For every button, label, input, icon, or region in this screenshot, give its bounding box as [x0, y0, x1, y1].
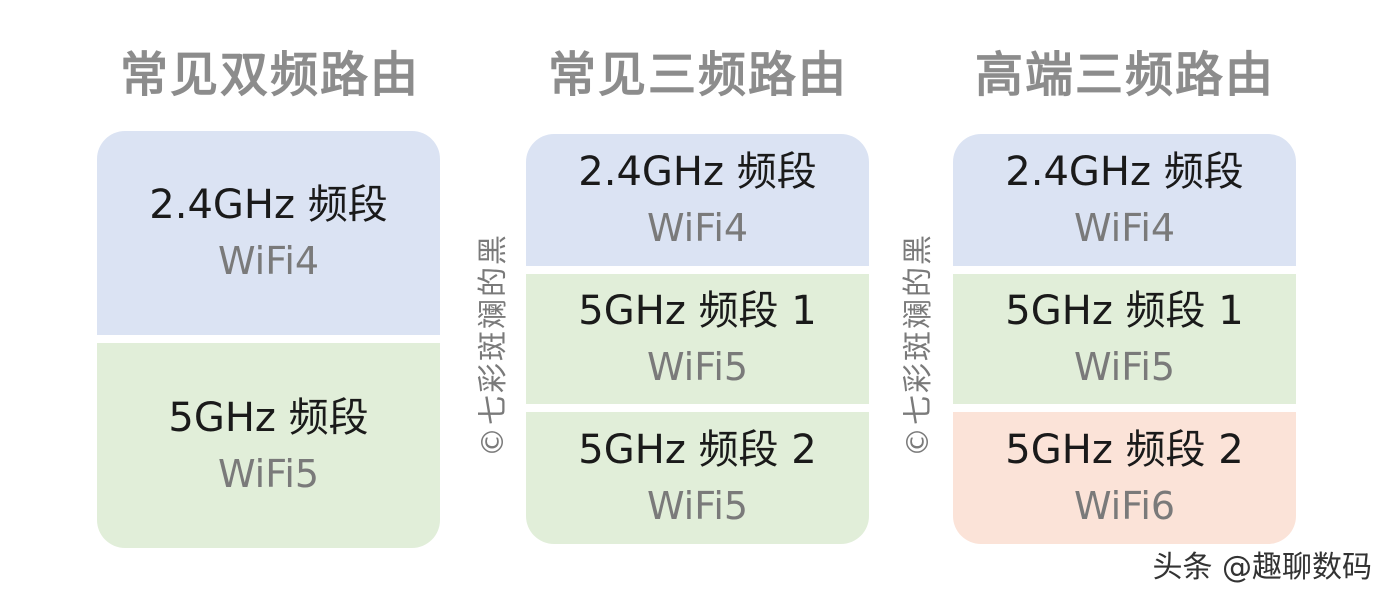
band-standard: WiFi6: [1073, 484, 1176, 529]
band-name: 5GHz 频段 1: [1005, 288, 1244, 335]
band-2-4ghz: 2.4GHz 频段 WiFi4: [97, 131, 440, 335]
band-5ghz-1: 5GHz 频段 1 WiFi5: [953, 274, 1296, 404]
band-standard: WiFi4: [217, 239, 320, 284]
band-5ghz-1: 5GHz 频段 1 WiFi5: [526, 274, 869, 404]
band-5ghz-2-wifi6: 5GHz 频段 2 WiFi6: [953, 412, 1296, 544]
dual-band-router: 2.4GHz 频段 WiFi4 5GHz 频段 WiFi5: [97, 131, 440, 548]
band-2-4ghz: 2.4GHz 频段 WiFi4: [526, 134, 869, 266]
high-end-tri-band-router: 2.4GHz 频段 WiFi4 5GHz 频段 1 WiFi5 5GHz 频段 …: [953, 134, 1296, 544]
watermark: ©七彩斑斓的黑: [476, 233, 511, 457]
band-standard: WiFi5: [646, 345, 749, 390]
band-5ghz: 5GHz 频段 WiFi5: [97, 343, 440, 548]
band-name: 2.4GHz 频段: [1005, 149, 1244, 196]
column-title-high-end-tri-band: 高端三频路由: [974, 47, 1275, 103]
watermark: ©七彩斑斓的黑: [901, 233, 936, 457]
source-credit: 头条 @趣聊数码: [1152, 550, 1372, 585]
band-standard: WiFi4: [646, 206, 749, 251]
band-name: 5GHz 频段 2: [578, 427, 817, 474]
band-standard: WiFi5: [646, 484, 749, 529]
band-standard: WiFi5: [217, 451, 320, 496]
band-2-4ghz: 2.4GHz 频段 WiFi4: [953, 134, 1296, 266]
column-title-dual-band: 常见双频路由: [119, 47, 420, 103]
column-title-tri-band: 常见三频路由: [547, 47, 848, 103]
band-name: 5GHz 频段: [168, 394, 369, 441]
band-standard: WiFi4: [1073, 206, 1176, 251]
tri-band-router: 2.4GHz 频段 WiFi4 5GHz 频段 1 WiFi5 5GHz 频段 …: [526, 134, 869, 544]
band-5ghz-2: 5GHz 频段 2 WiFi5: [526, 412, 869, 544]
band-name: 5GHz 频段 1: [578, 288, 817, 335]
band-name: 2.4GHz 频段: [578, 149, 817, 196]
band-standard: WiFi5: [1073, 345, 1176, 390]
band-name: 5GHz 频段 2: [1005, 427, 1244, 474]
band-name: 2.4GHz 频段: [149, 182, 388, 229]
